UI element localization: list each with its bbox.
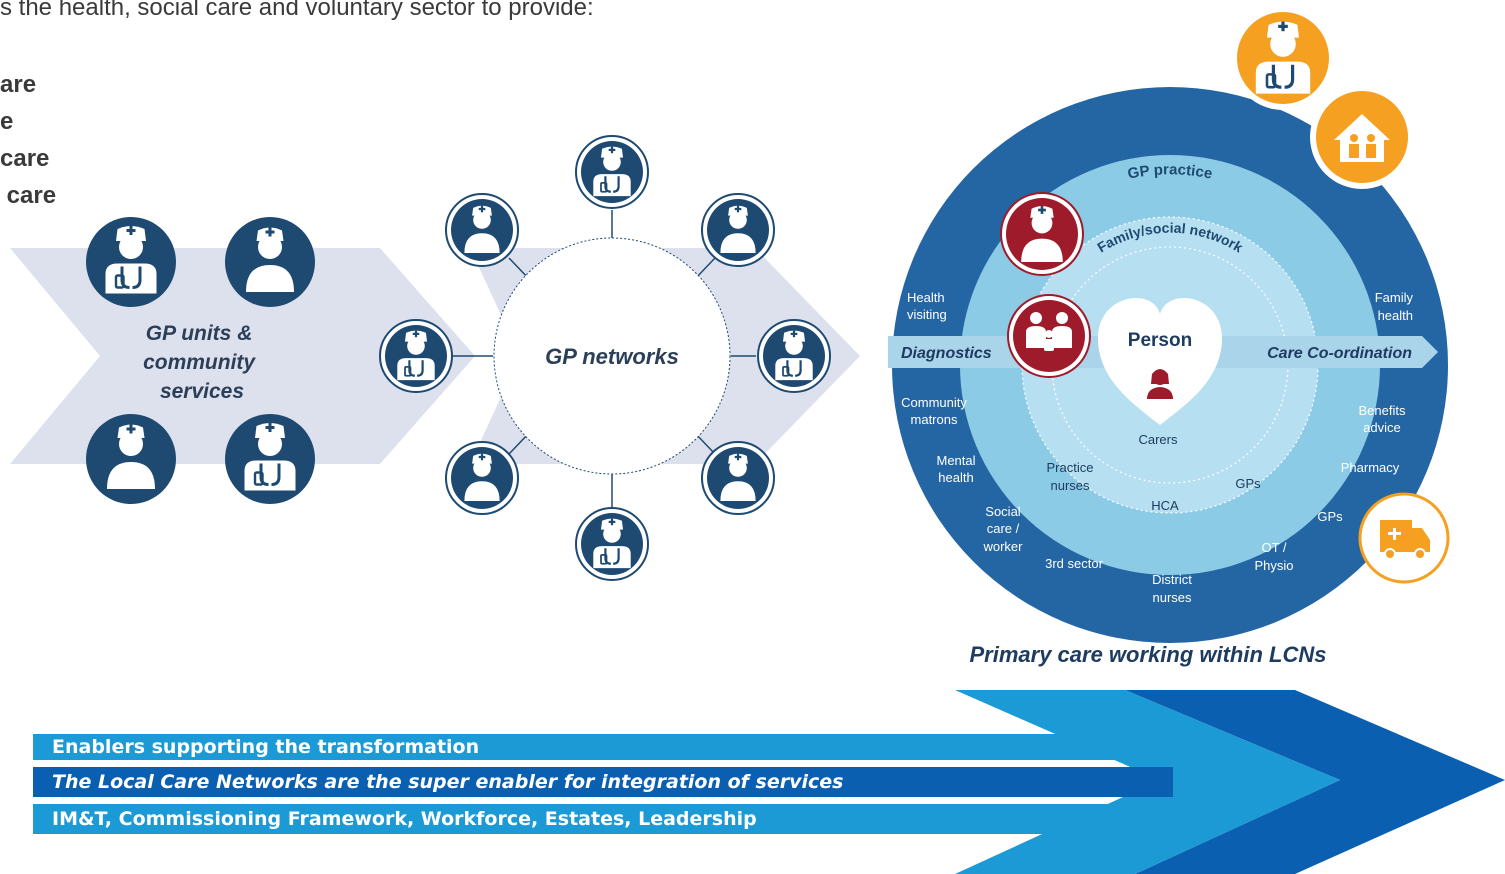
enablers-line-1: Enablers supporting the transformation — [52, 736, 480, 758]
gps-inner-label: GPs — [1235, 476, 1261, 491]
svg-text:Practice: Practice — [1047, 460, 1094, 475]
svg-text:Community: Community — [901, 395, 967, 410]
svg-text:Physio: Physio — [1254, 558, 1293, 573]
enablers-band-1 — [33, 734, 1118, 760]
nurse-icon — [701, 441, 775, 515]
enablers-line-2: The Local Care Networks are the super en… — [52, 771, 844, 793]
svg-text:District: District — [1152, 572, 1192, 587]
doctor-icon — [86, 217, 176, 307]
health-visiting-label-2: visiting — [907, 307, 947, 322]
care-coordination-label: Care Co-ordination — [1267, 345, 1412, 362]
community-matrons-label-1: Community — [901, 395, 967, 410]
social-care-worker-label-3: worker — [982, 539, 1023, 554]
district-nurses-label-1: District — [1152, 572, 1192, 587]
doctor-icon — [575, 507, 649, 581]
svg-text:visiting: visiting — [907, 307, 947, 322]
person-label: Person — [1128, 330, 1192, 351]
svg-text:Health: Health — [907, 290, 945, 305]
hca-label: HCA — [1151, 498, 1179, 513]
nurse-icon — [86, 414, 176, 504]
nurse-icon — [1000, 192, 1084, 276]
care-list: are e care care — [0, 66, 56, 214]
gp-units-label-2: community — [143, 351, 256, 374]
home-icon — [1310, 85, 1414, 189]
enablers-arrow-dark — [1125, 690, 1505, 874]
practice-nurses-label-2: nurses — [1050, 478, 1090, 493]
enablers-band-2 — [33, 767, 1173, 797]
nurse-icon — [225, 217, 315, 307]
benefits-advice-label-2: advice — [1363, 420, 1401, 435]
svg-text:matrons: matrons — [911, 412, 958, 427]
svg-text:health: health — [938, 470, 973, 485]
care-list-item: are — [0, 71, 37, 98]
svg-text:health: health — [1378, 308, 1413, 323]
mental-health-label-1: Mental — [936, 453, 975, 468]
gp-units-label-3: services — [160, 380, 244, 403]
nurse-icon — [701, 193, 775, 267]
svg-text:Social: Social — [985, 504, 1021, 519]
gp-practice-label: GP practice — [1126, 161, 1214, 182]
ot-physio-label-1: OT / — [1261, 540, 1286, 555]
svg-text:nurses: nurses — [1050, 478, 1090, 493]
care-list-item: care — [0, 182, 57, 209]
care-list-item: e — [0, 108, 14, 135]
person-heart — [1098, 298, 1222, 425]
enablers-arrow-light — [955, 690, 1340, 874]
health-visiting-label-1: Health — [907, 290, 945, 305]
enablers-band-3 — [33, 804, 1113, 834]
doctor-icon — [757, 319, 831, 393]
gp-units-label-1: GP units & — [146, 322, 253, 345]
ambulance-icon — [1358, 492, 1450, 584]
enablers-line-3: IM&T, Commissioning Framework, Workforce… — [52, 808, 757, 830]
svg-text:worker: worker — [982, 539, 1023, 554]
mental-health-label-2: health — [938, 470, 973, 485]
svg-text:nurses: nurses — [1152, 590, 1192, 605]
carers-label: Carers — [1138, 432, 1178, 447]
third-sector-label: 3rd sector — [1045, 556, 1103, 571]
family-icon — [1007, 294, 1091, 378]
benefits-advice-label-1: Benefits — [1359, 403, 1406, 418]
community-matrons-label-2: matrons — [911, 412, 958, 427]
social-care-worker-label-2: care / — [987, 521, 1020, 536]
gp-networks-label: GP networks — [545, 344, 679, 369]
lcn-caption: Primary care working within LCNs — [970, 642, 1327, 667]
doctor-icon — [1231, 6, 1335, 110]
svg-text:advice: advice — [1363, 420, 1401, 435]
svg-text:OT /: OT / — [1261, 540, 1286, 555]
nurse-icon — [445, 193, 519, 267]
ot-physio-label-2: Physio — [1254, 558, 1293, 573]
intro-line: s the health, social care and voluntary … — [0, 0, 594, 21]
nurse-icon — [445, 441, 519, 515]
svg-text:Benefits: Benefits — [1359, 403, 1406, 418]
gps-outer-label: GPs — [1317, 509, 1343, 524]
doctor-icon — [225, 414, 315, 504]
svg-text:Family: Family — [1375, 290, 1414, 305]
pharmacy-label: Pharmacy — [1341, 460, 1400, 475]
family-health-label-1: Family — [1375, 290, 1414, 305]
district-nurses-label-2: nurses — [1152, 590, 1192, 605]
diagnostics-label: Diagnostics — [901, 345, 992, 362]
practice-nurses-label-1: Practice — [1047, 460, 1094, 475]
family-health-label-2: health — [1378, 308, 1413, 323]
social-care-worker-label-1: Social — [985, 504, 1021, 519]
doctor-icon — [575, 135, 649, 209]
care-list-item: care — [0, 145, 50, 172]
gp-networks-circle — [493, 237, 731, 475]
svg-text:Mental: Mental — [936, 453, 975, 468]
svg-text:care /: care / — [987, 521, 1020, 536]
person-icon — [1147, 369, 1173, 399]
svg-text:GP units & community s: GP units & community services — [143, 322, 261, 403]
doctor-icon — [379, 319, 453, 393]
